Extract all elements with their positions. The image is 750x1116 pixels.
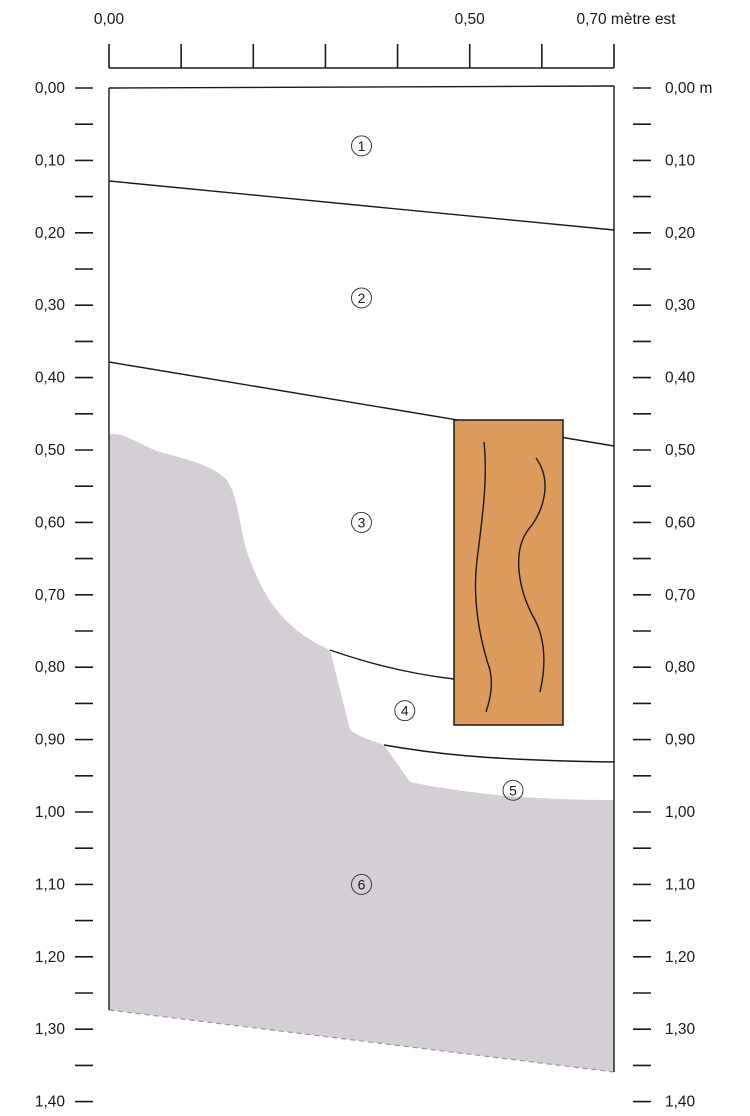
right-depth-label: 0,90 <box>665 732 696 749</box>
layer-2-number: 2 <box>358 290 366 306</box>
wood-post <box>453 419 564 726</box>
right-depth-label: 1,00 <box>665 804 696 821</box>
right-depth-label: 0,70 <box>665 587 696 604</box>
left-depth-label: 0,10 <box>35 152 66 169</box>
left-depth-axis: 0,00 0,10 0,20 0,30 0,40 0,50 0,60 0,70 0,80 0,90… <box>35 80 93 1111</box>
right-depth-label: 0,00 m <box>665 80 712 97</box>
left-depth-label: 1,20 <box>35 949 66 966</box>
boundary-1-2 <box>108 180 615 231</box>
wood-grain-left <box>474 441 493 713</box>
left-depth-label: 0,00 <box>35 80 66 97</box>
section-bottom-edge <box>108 1009 615 1073</box>
layer-6-circle <box>351 873 372 895</box>
layer-6-number: 6 <box>358 876 366 892</box>
left-depth-label: 1,40 <box>35 1094 66 1111</box>
boundary-4-5 <box>383 744 615 763</box>
right-depth-label: 0,50 <box>665 442 696 459</box>
substrate-layer-6 <box>109 433 614 1073</box>
layer-3-circle <box>351 511 372 533</box>
layer-2-circle <box>351 287 372 309</box>
right-depth-label: 0,20 <box>665 225 696 242</box>
layer-4-circle <box>394 700 416 722</box>
top-axis-label: 0,50 <box>455 11 486 28</box>
right-depth-label: 0,10 <box>665 152 696 169</box>
left-depth-label: 0,90 <box>35 732 66 749</box>
left-depth-label: 0,80 <box>35 659 66 676</box>
right-depth-label: 1,30 <box>665 1021 696 1038</box>
top-axis-labels: 0,00 0,50 0,70 mètre est <box>94 11 676 28</box>
top-axis-label: 0,00 <box>94 11 125 28</box>
left-depth-label: 0,40 <box>35 370 66 387</box>
wood-grain-right <box>518 457 546 693</box>
right-depth-label: 0,40 <box>665 370 696 387</box>
layer-3-number: 3 <box>358 514 366 530</box>
layer-5-circle <box>502 779 524 801</box>
section-top-edge <box>108 85 615 89</box>
left-depth-label: 0,30 <box>35 297 66 314</box>
boundary-3-4 <box>329 649 455 680</box>
left-depth-label: 0,50 <box>35 442 66 459</box>
layer-5-number: 5 <box>509 782 517 798</box>
layer-markers: 1 2 3 4 5 6 <box>351 135 524 895</box>
left-depth-label: 0,60 <box>35 514 66 531</box>
right-depth-label: 0,80 <box>665 659 696 676</box>
left-depth-label: 0,70 <box>35 587 66 604</box>
left-depth-label: 0,20 <box>35 225 66 242</box>
right-depth-label: 1,10 <box>665 876 696 893</box>
right-depth-label: 1,40 <box>665 1094 696 1111</box>
right-depth-label: 0,30 <box>665 297 696 314</box>
layer-4-number: 4 <box>401 703 409 719</box>
right-depth-label: 0,60 <box>665 514 696 531</box>
top-axis-ticks <box>108 44 615 68</box>
layer-1-circle <box>351 135 372 157</box>
layer-1-number: 1 <box>358 138 366 154</box>
right-depth-label: 1,20 <box>665 949 696 966</box>
right-depth-axis: 0,00 m 0,10 0,20 0,30 0,40 0,50 0,60 0,70 0,80 0,… <box>633 80 712 1111</box>
left-depth-label: 1,00 <box>35 804 66 821</box>
left-depth-label: 1,10 <box>35 876 66 893</box>
top-axis-label: 0,70 mètre est <box>576 11 676 28</box>
left-depth-label: 1,30 <box>35 1021 66 1038</box>
